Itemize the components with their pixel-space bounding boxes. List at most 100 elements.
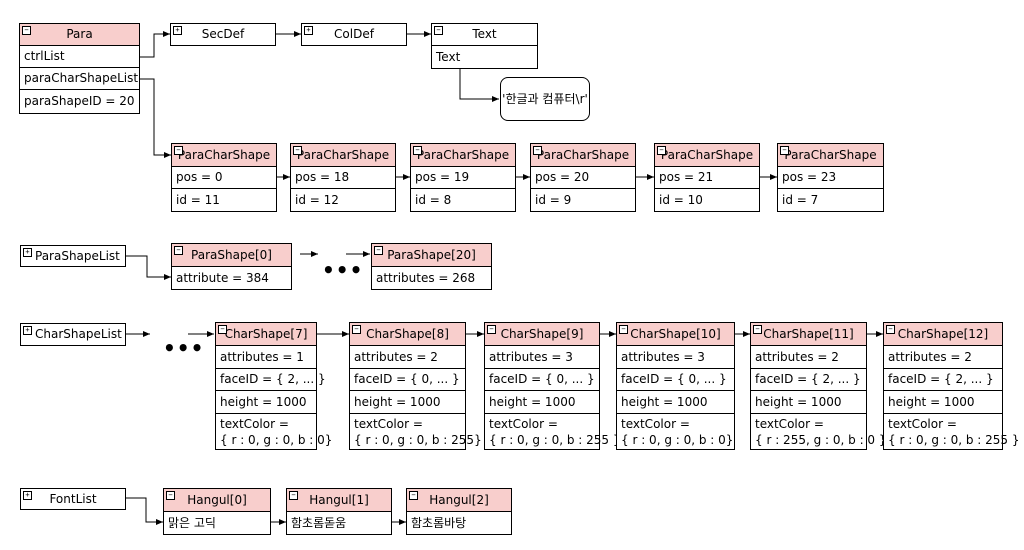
para-char-shape-node: −ParaCharShape pos = 21 id = 10 xyxy=(654,143,760,212)
para-title: Para xyxy=(66,27,93,41)
collapse-icon[interactable]: − xyxy=(413,146,422,155)
char-shape-height: height = 1000 xyxy=(215,390,317,414)
collapse-icon[interactable]: − xyxy=(657,146,666,155)
collapse-icon[interactable]: − xyxy=(409,491,418,500)
para-row-parashapeid: paraShapeID = 20 xyxy=(19,89,140,114)
para-shape-node: −ParaShape[20] attributes = 268 xyxy=(371,243,492,290)
char-shape-header[interactable]: −CharShape[9] xyxy=(484,322,600,346)
font-header[interactable]: − Hangul[1] xyxy=(286,488,392,512)
collapse-icon[interactable]: − xyxy=(619,325,628,334)
collapse-icon[interactable]: − xyxy=(886,325,895,334)
para-header[interactable]: − Para xyxy=(19,23,140,46)
para-char-shape-node: −ParaCharShape pos = 18 id = 12 xyxy=(290,143,396,212)
expand-icon[interactable]: + xyxy=(23,491,32,500)
collapse-icon[interactable]: − xyxy=(218,325,227,334)
char-shape-textcolor: textColor = { r : 0, g : 0, b : 255 } xyxy=(883,413,1020,450)
char-shape-attributes: attributes = 2 xyxy=(750,345,867,369)
char-shape-textcolor-value: { r : 0, g : 0, b : 255} xyxy=(354,433,482,447)
char-shape-height: height = 1000 xyxy=(883,390,1003,414)
collapse-icon[interactable]: − xyxy=(174,146,183,155)
para-char-shape-title: ParaCharShape xyxy=(177,148,271,162)
para-char-shape-header[interactable]: −ParaCharShape xyxy=(654,143,760,167)
text-header[interactable]: − Text xyxy=(431,23,538,46)
font-title: Hangul[1] xyxy=(309,493,369,507)
font-name: 맑은 고딕 xyxy=(163,511,271,535)
ellipsis-icon: ••• xyxy=(322,258,364,282)
text-row: Text xyxy=(431,45,538,69)
char-shape-height: height = 1000 xyxy=(616,390,735,414)
char-shape-textcolor-label: textColor = xyxy=(489,417,558,431)
para-char-shape-header[interactable]: −ParaCharShape xyxy=(530,143,636,167)
para-shape-list-title: ParaShapeList xyxy=(35,249,120,263)
char-shape-header[interactable]: −CharShape[10] xyxy=(616,322,735,346)
char-shape-title: CharShape[7] xyxy=(224,327,308,341)
font-header[interactable]: −Hangul[2] xyxy=(406,488,512,512)
char-shape-header[interactable]: −CharShape[7] xyxy=(215,322,317,346)
collapse-icon[interactable]: − xyxy=(753,325,762,334)
char-shape-attributes: attributes = 2 xyxy=(883,345,1003,369)
font-list-node[interactable]: + FontList xyxy=(20,488,126,510)
para-char-shape-header[interactable]: −ParaCharShape xyxy=(290,143,396,167)
para-char-shape-id: id = 7 xyxy=(777,188,884,212)
font-node: − Hangul[1] 함초롬돋움 xyxy=(286,488,392,535)
char-shape-textcolor: textColor = { r : 255, g : 0, b : 0 } xyxy=(750,413,887,450)
para-row-ctrllist: ctrlList xyxy=(19,45,140,68)
collapse-icon[interactable]: − xyxy=(289,491,298,500)
para-char-shape-header[interactable]: −ParaCharShape xyxy=(410,143,516,167)
para-row-paracharshapelist: paraCharShapeList xyxy=(19,67,140,90)
para-char-shape-pos: pos = 18 xyxy=(290,166,396,189)
collapse-icon[interactable]: − xyxy=(374,246,383,255)
expand-icon[interactable]: + xyxy=(173,26,182,35)
char-shape-textcolor-label: textColor = xyxy=(354,417,423,431)
collapse-icon[interactable]: − xyxy=(352,325,361,334)
collapse-icon[interactable]: − xyxy=(293,146,302,155)
expand-icon[interactable]: + xyxy=(23,326,32,335)
collapse-icon[interactable]: − xyxy=(780,146,789,155)
expand-icon[interactable]: + xyxy=(23,248,32,257)
char-shape-textcolor: textColor = { r : 0, g : 0, b : 0} xyxy=(215,413,332,450)
char-shape-list-node[interactable]: + CharShapeList xyxy=(20,323,126,346)
para-char-shape-pos: pos = 19 xyxy=(410,166,516,189)
secdef-node[interactable]: + SecDef xyxy=(170,23,276,46)
para-shape-title: ParaShape[0] xyxy=(191,248,272,262)
para-char-shape-header[interactable]: −ParaCharShape xyxy=(777,143,884,167)
char-shape-attributes: attributes = 3 xyxy=(484,345,600,369)
char-shape-faceid: faceID = { 0, ... } xyxy=(616,368,735,391)
char-shape-header[interactable]: −CharShape[12] xyxy=(883,322,1003,346)
para-shape-list-node[interactable]: + ParaShapeList xyxy=(20,245,126,267)
char-shape-header[interactable]: −CharShape[8] xyxy=(349,322,466,346)
font-name: 함초롬돋움 xyxy=(286,511,392,535)
char-shape-attributes: attributes = 2 xyxy=(349,345,466,369)
char-shape-height: height = 1000 xyxy=(349,390,466,414)
char-shape-header[interactable]: −CharShape[11] xyxy=(750,322,867,346)
collapse-icon[interactable]: − xyxy=(166,491,175,500)
char-shape-faceid: faceID = { 2, ... } xyxy=(215,368,326,391)
font-header[interactable]: −Hangul[0] xyxy=(163,488,271,512)
collapse-icon[interactable]: − xyxy=(174,246,183,255)
coldef-title: ColDef xyxy=(334,27,374,41)
char-shape-title: CharShape[10] xyxy=(630,327,721,341)
char-shape-attributes: attributes = 3 xyxy=(616,345,735,369)
para-shape-title: ParaShape[20] xyxy=(387,248,476,262)
collapse-icon[interactable]: − xyxy=(487,325,496,334)
coldef-node[interactable]: + ColDef xyxy=(301,23,407,46)
char-shape-faceid: faceID = { 2, ... } xyxy=(883,368,1003,391)
para-shape-header[interactable]: −ParaShape[20] xyxy=(371,243,492,267)
char-shape-faceid: faceID = { 2, ... } xyxy=(750,368,867,391)
para-shape-header[interactable]: −ParaShape[0] xyxy=(171,243,292,267)
para-shape-attribute: attribute = 384 xyxy=(171,266,292,290)
para-char-shape-title: ParaCharShape xyxy=(416,148,510,162)
para-char-shape-id: id = 9 xyxy=(530,188,636,212)
collapse-icon[interactable]: − xyxy=(533,146,542,155)
expand-icon[interactable]: + xyxy=(304,26,313,35)
char-shape-title: CharShape[12] xyxy=(897,327,989,341)
ellipsis-icon: ••• xyxy=(163,336,205,360)
char-shape-textcolor-value: { r : 0, g : 0, b : 255 } xyxy=(888,433,1020,447)
font-list-title: FontList xyxy=(49,492,97,506)
collapse-icon[interactable]: − xyxy=(22,26,31,35)
collapse-icon[interactable]: − xyxy=(434,26,443,35)
para-char-shape-header[interactable]: −ParaCharShape xyxy=(171,143,277,167)
char-shape-list-title: CharShapeList xyxy=(35,327,122,341)
para-char-shape-id: id = 8 xyxy=(410,188,516,212)
font-node: −Hangul[0] 맑은 고딕 xyxy=(163,488,271,535)
